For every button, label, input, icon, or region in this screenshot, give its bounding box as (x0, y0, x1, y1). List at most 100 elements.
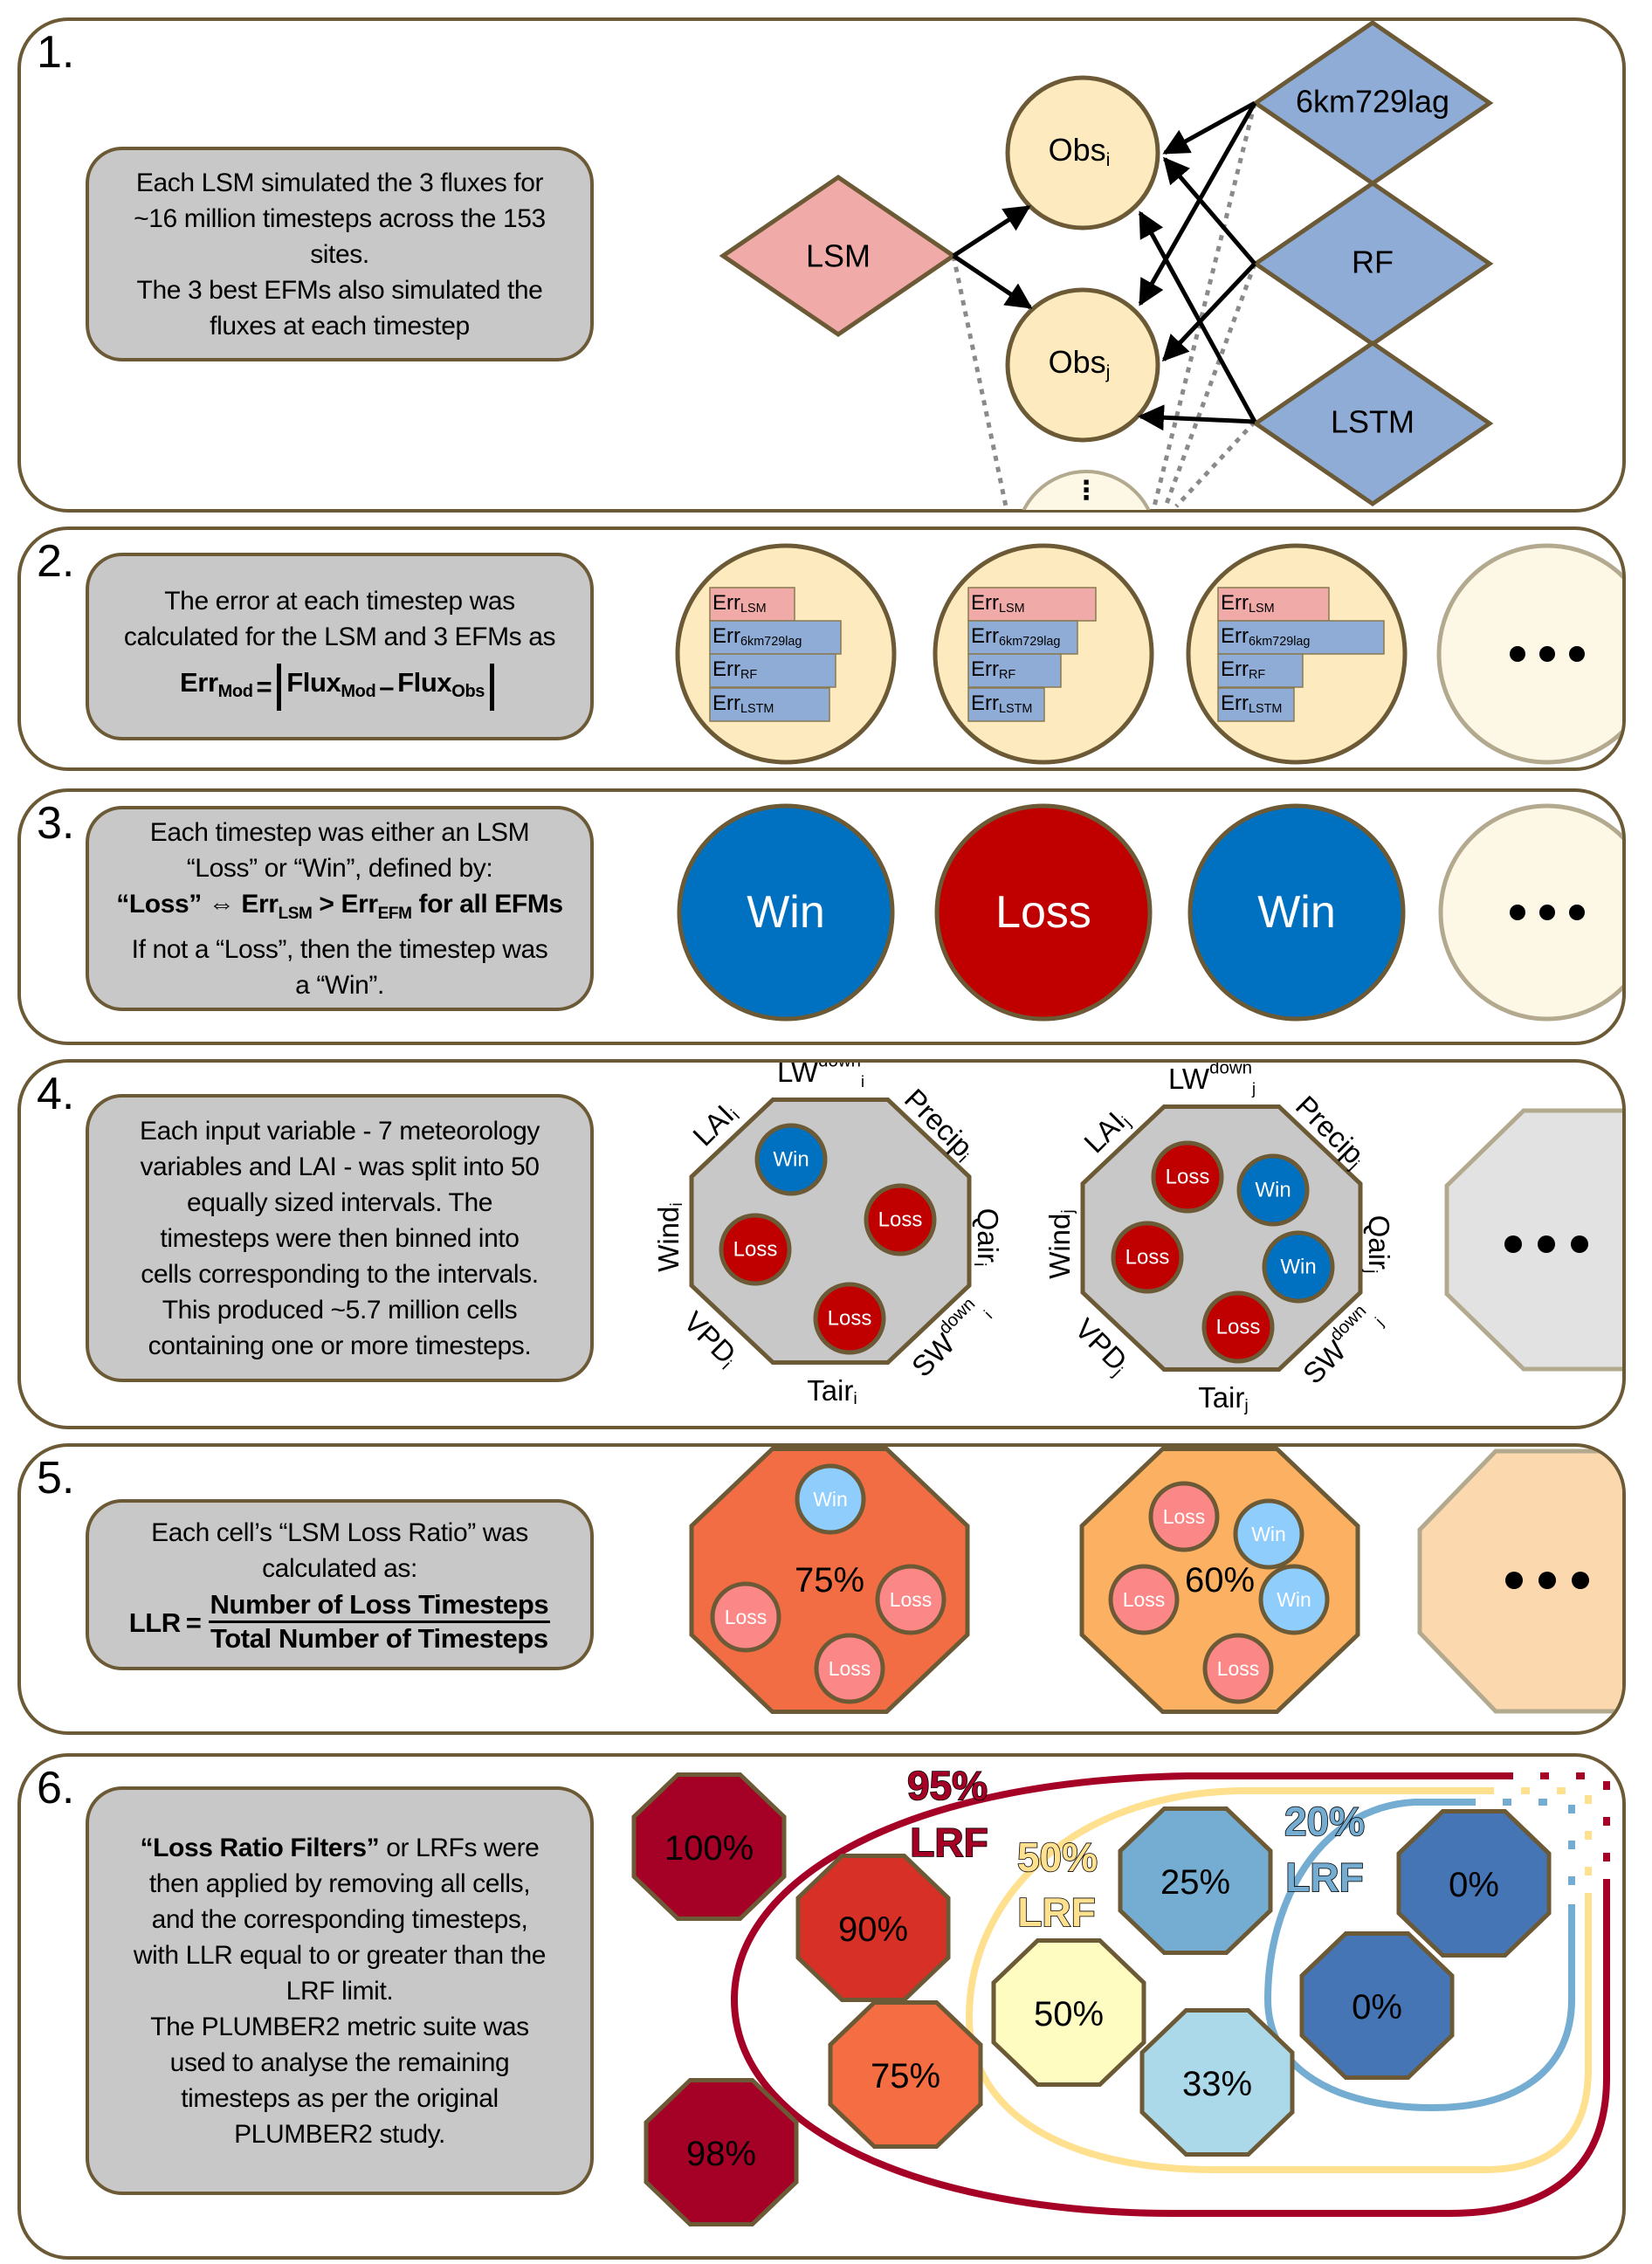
timestep-loss-node (1201, 1290, 1275, 1364)
timestep-loss-node (875, 1564, 946, 1635)
variable-label-qair: Qairi (970, 1208, 1004, 1267)
text-line: If not a “Loss”, then the timestep was (131, 934, 548, 964)
filtered-cell: 98% (644, 2078, 799, 2226)
timestep-loss-node (1111, 1221, 1184, 1294)
text-line: Each cell’s “LSM Loss Ratio” was (151, 1518, 528, 1547)
text-line: with LLR equal to or greater than the (133, 1940, 547, 1970)
timestep-outcome-label: Loss (995, 887, 1091, 938)
text-line: The 3 best EFMs also simulated the (136, 275, 543, 305)
efm-label: LSTM (1331, 404, 1415, 440)
fraction-numerator: Number of Loss Timesteps (208, 1590, 551, 1623)
more-cells-node (1417, 1449, 1622, 1714)
ellipsis-dot (1510, 905, 1525, 920)
efm-node (1251, 340, 1494, 507)
cell-octagon (631, 1772, 787, 1921)
cell-loss-ratio-value: 50% (1034, 1995, 1104, 2033)
error-bar-label: ErrLSTM (712, 692, 774, 717)
error-bar (709, 587, 795, 622)
arrow-connector (1138, 101, 1257, 306)
text-line: and the corresponding timesteps, (151, 1904, 528, 1934)
filtered-cell: 50% (991, 1938, 1146, 2087)
timestep-outcome-label: Loss (1163, 1505, 1206, 1528)
error-bar (1217, 687, 1295, 722)
ellipsis-dot (1572, 1572, 1589, 1589)
timestep-loss-node (710, 1581, 781, 1653)
error-bar (1217, 587, 1330, 622)
ellipsis-dot (1504, 1235, 1522, 1253)
input-space-cell: WinLossLossLossLWdowniPrecipiQairiSWdown… (652, 1063, 1005, 1408)
arrow-connector (1162, 100, 1256, 155)
text-line: PLUMBER2 study. (234, 2119, 445, 2149)
cell-loss-ratio-value: 98% (686, 2135, 756, 2173)
cell-octagon (991, 1938, 1146, 2087)
error-bar-label: ErrLSM (712, 591, 767, 616)
text-line: a “Win”. (295, 970, 384, 1000)
step-4-diagram: WinLossLossLossLWdowniPrecipiQairiSWdown… (652, 1063, 1622, 1415)
step-6-description: “Loss Ratio Filters” or LRFs were then a… (86, 1786, 594, 2195)
error-bar-label: ErrRF (712, 657, 757, 683)
cell-loss-ratio-value: 33% (1182, 2065, 1252, 2103)
error-formula: ErrMod = FluxMod – FluxObs (180, 663, 499, 711)
cell-loss-ratio-value: 75% (871, 2057, 940, 2095)
timestep-outcome-label: Win (813, 1488, 848, 1510)
lrf-label: LRF (1017, 1889, 1095, 1935)
timestep-outcome-label: Win (773, 1148, 809, 1172)
ellipsis-dot (1538, 1572, 1556, 1589)
formula-fraction: Number of Loss Timesteps Total Number of… (208, 1590, 551, 1655)
more-observations-node (1015, 470, 1158, 510)
step-2-diagram: ErrLSMErr6km729lagErrRFErrLSTMErrLSMErr6… (675, 543, 1622, 765)
timestep-outcome-label: Loss (725, 1606, 767, 1628)
timestep-loss-node (864, 1183, 937, 1256)
step-5-description: Each cell’s “LSM Loss Ratio” was calcula… (86, 1499, 594, 1670)
timestep-outcome-label: Win (1277, 1588, 1311, 1611)
timestep-loss-node (1202, 1633, 1274, 1704)
error-bar-label: ErrLSM (1221, 591, 1275, 616)
error-bar (1217, 653, 1304, 688)
timestep-win-node (677, 803, 895, 1022)
fraction-denominator: Total Number of Timesteps (210, 1623, 548, 1654)
dotted-connector (1163, 263, 1257, 507)
timestep-outcome-label: Loss (878, 1208, 923, 1232)
text-line: ~16 million timesteps across the 153 (134, 203, 546, 233)
timestep-loss-node (719, 1213, 792, 1286)
timestep-outcome-label: Loss (1217, 1657, 1260, 1680)
step-number: 5. (37, 1453, 75, 1504)
text-line: sites. (310, 239, 369, 269)
cell-octagon (1396, 1809, 1552, 1958)
lrf-label: LRF (1285, 1855, 1363, 1900)
text-line: The PLUMBER2 metric suite was (150, 2012, 529, 2041)
cell-octagon (1299, 1931, 1455, 2080)
dotted-connector (951, 255, 1008, 507)
lrf-limit-label: 20% (1284, 1799, 1365, 1844)
cell-octagon (644, 2078, 799, 2226)
timestep-win-node (1258, 1564, 1330, 1635)
formula-equals: = (256, 671, 272, 702)
error-bar (967, 687, 1045, 722)
timestep-outcome-label: Loss (1123, 1588, 1166, 1611)
observation-label: Obsj (1049, 344, 1111, 382)
text-line: fluxes at each timestep (210, 311, 470, 341)
abs-bar-right (489, 663, 494, 711)
error-bar-label: ErrLSTM (971, 692, 1032, 717)
error-bar (967, 653, 1062, 688)
timestep-outcome-label: Loss (1125, 1246, 1170, 1270)
variable-label-tair: Tairi (807, 1374, 857, 1408)
efm-label: RF (1352, 244, 1394, 280)
text-line: used to analyse the remaining (169, 2047, 510, 2077)
error-bar-label: Err6km729lag (971, 624, 1060, 650)
formula-lhs: LLR (128, 1607, 181, 1638)
text-line: calculated for the LSM and 3 EFMs as (123, 622, 556, 651)
timestep-loss-node (813, 1282, 886, 1355)
lsm-label: LSM (806, 238, 871, 274)
timestep-outcome-label: Loss (1166, 1166, 1210, 1189)
text-line: Each LSM simulated the 3 fluxes for (135, 168, 544, 197)
ellipsis-dot (1538, 1235, 1555, 1253)
text-line: Each timestep was either an LSM (149, 817, 530, 847)
step-number: 4. (37, 1069, 75, 1119)
